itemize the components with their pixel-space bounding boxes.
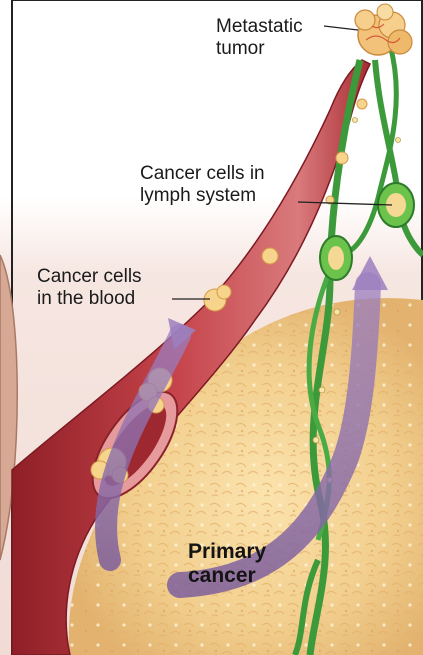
blood-cells-label-line-1: Cancer cells [37,266,142,288]
lymph-cells-label-line-2: lymph system [140,185,265,207]
lymph-cells-label-line-1: Cancer cells in [140,163,265,185]
primary-cancer-label-line-1: Primary [188,540,266,564]
lymph-cells-label: Cancer cells in lymph system [140,163,265,207]
primary-cancer-label-line-2: cancer [188,564,266,588]
metastatic-tumor-label-line-1: Metastatic [216,16,303,38]
blood-cells-label-line-2: in the blood [37,288,142,310]
metastatic-tumor-label: Metastatic tumor [216,16,303,60]
blood-cells-label: Cancer cells in the blood [37,266,142,310]
metastatic-tumor-label-line-2: tumor [216,38,303,60]
primary-cancer-label: Primary cancer [188,540,266,588]
